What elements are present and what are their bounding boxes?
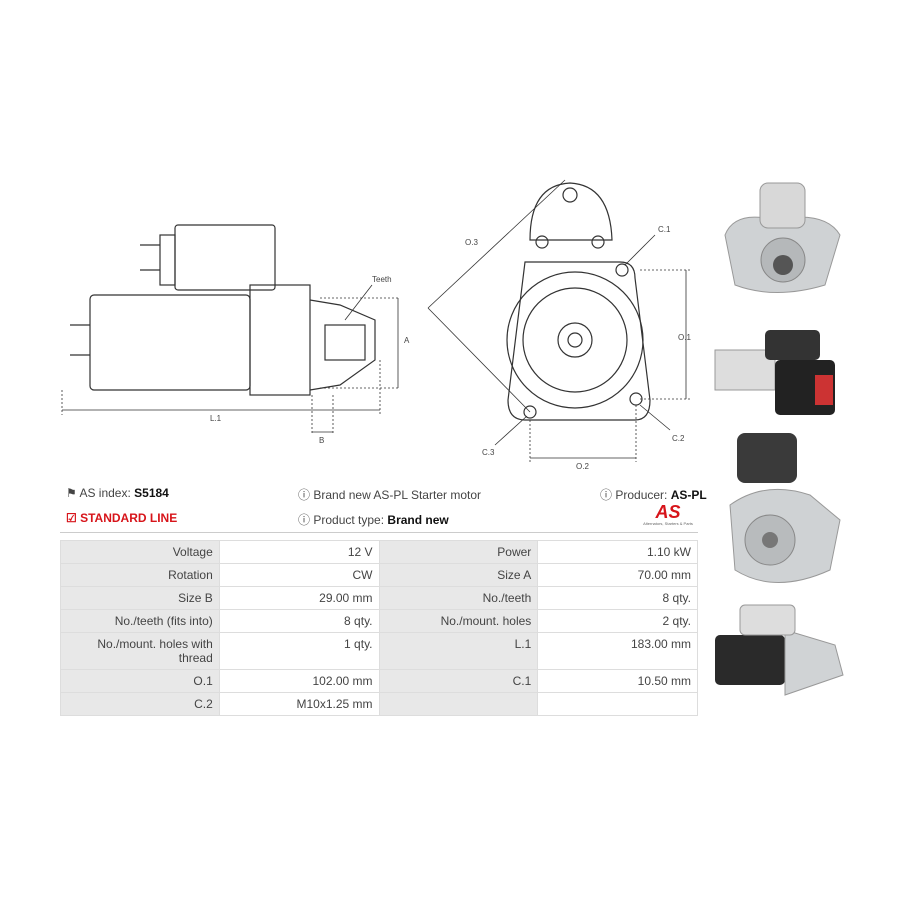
spec-value: 1.10 kW (537, 540, 698, 564)
spec-value: 2 qty. (537, 609, 698, 633)
spec-value: 1 qty. (218, 632, 380, 670)
product-type: ⓘ Product type: Brand new (298, 513, 449, 527)
c1-label: C.1 (658, 225, 671, 234)
checkbox-icon: ☑ (66, 511, 77, 525)
spec-label: O.1 (60, 669, 220, 693)
info-icon: ⓘ (298, 488, 311, 502)
table-row: No./teeth (fits into)8 qty.No./mount. ho… (60, 609, 698, 633)
spec-value: M10x1.25 mm (218, 692, 380, 716)
spec-value: 8 qty. (537, 586, 698, 610)
product-photos (714, 182, 844, 696)
spec-label: No./mount. holes with thread (60, 632, 220, 670)
o3-label: O.3 (465, 238, 478, 247)
spec-value: 8 qty. (218, 609, 380, 633)
l1-label: L.1 (210, 414, 222, 423)
info-icon: ⓘ (600, 488, 613, 502)
producer: ⓘ Producer: AS-PL (600, 488, 707, 502)
spec-label: No./teeth (378, 586, 539, 610)
tag-icon: ⚑ (66, 486, 77, 500)
spec-value: 10.50 mm (537, 669, 698, 693)
spec-value: 183.00 mm (537, 632, 698, 670)
spec-value: 12 V (218, 540, 380, 564)
spec-label: L.1 (378, 632, 539, 670)
as-pl-logo: AS Alternators, Starters & Parts (643, 502, 693, 526)
divider (60, 532, 698, 533)
spec-label: Size B (60, 586, 220, 610)
spec-label: Size A (378, 563, 539, 587)
spec-label: Rotation (60, 563, 220, 587)
info-icon: ⓘ (298, 513, 311, 527)
spec-label: Voltage (60, 540, 220, 564)
o1-label: O.1 (678, 333, 691, 342)
technical-drawing (61, 179, 690, 462)
spec-value: 102.00 mm (218, 669, 380, 693)
spec-value (537, 692, 698, 716)
teeth-label: Teeth (372, 275, 392, 284)
description: ⓘ Brand new AS-PL Starter motor (298, 488, 481, 502)
spec-value: CW (218, 563, 380, 587)
c3-label: C.3 (482, 448, 495, 457)
photo-rear-view (729, 433, 841, 583)
spec-value: 29.00 mm (218, 586, 380, 610)
size-a-label: A (404, 336, 410, 345)
spec-label (378, 692, 539, 716)
spec-label: No./mount. holes (378, 609, 539, 633)
side-view-drawing (61, 224, 400, 435)
o2-label: O.2 (576, 462, 589, 471)
spec-label: No./teeth (fits into) (60, 609, 220, 633)
spec-label: C.2 (60, 692, 220, 716)
c2-label: C.2 (672, 434, 685, 443)
spec-value: 70.00 mm (537, 563, 698, 587)
size-b-label: B (319, 436, 325, 445)
photo-side-view (714, 330, 835, 415)
as-index: ⚑ AS index: S5184 (66, 486, 169, 500)
spec-label: Power (378, 540, 539, 564)
spec-label: C.1 (378, 669, 539, 693)
photo-front-view (724, 182, 841, 293)
photo-angled-view (715, 604, 844, 696)
standard-line-badge: ☑ STANDARD LINE (66, 511, 178, 525)
front-view-drawing (427, 179, 690, 462)
